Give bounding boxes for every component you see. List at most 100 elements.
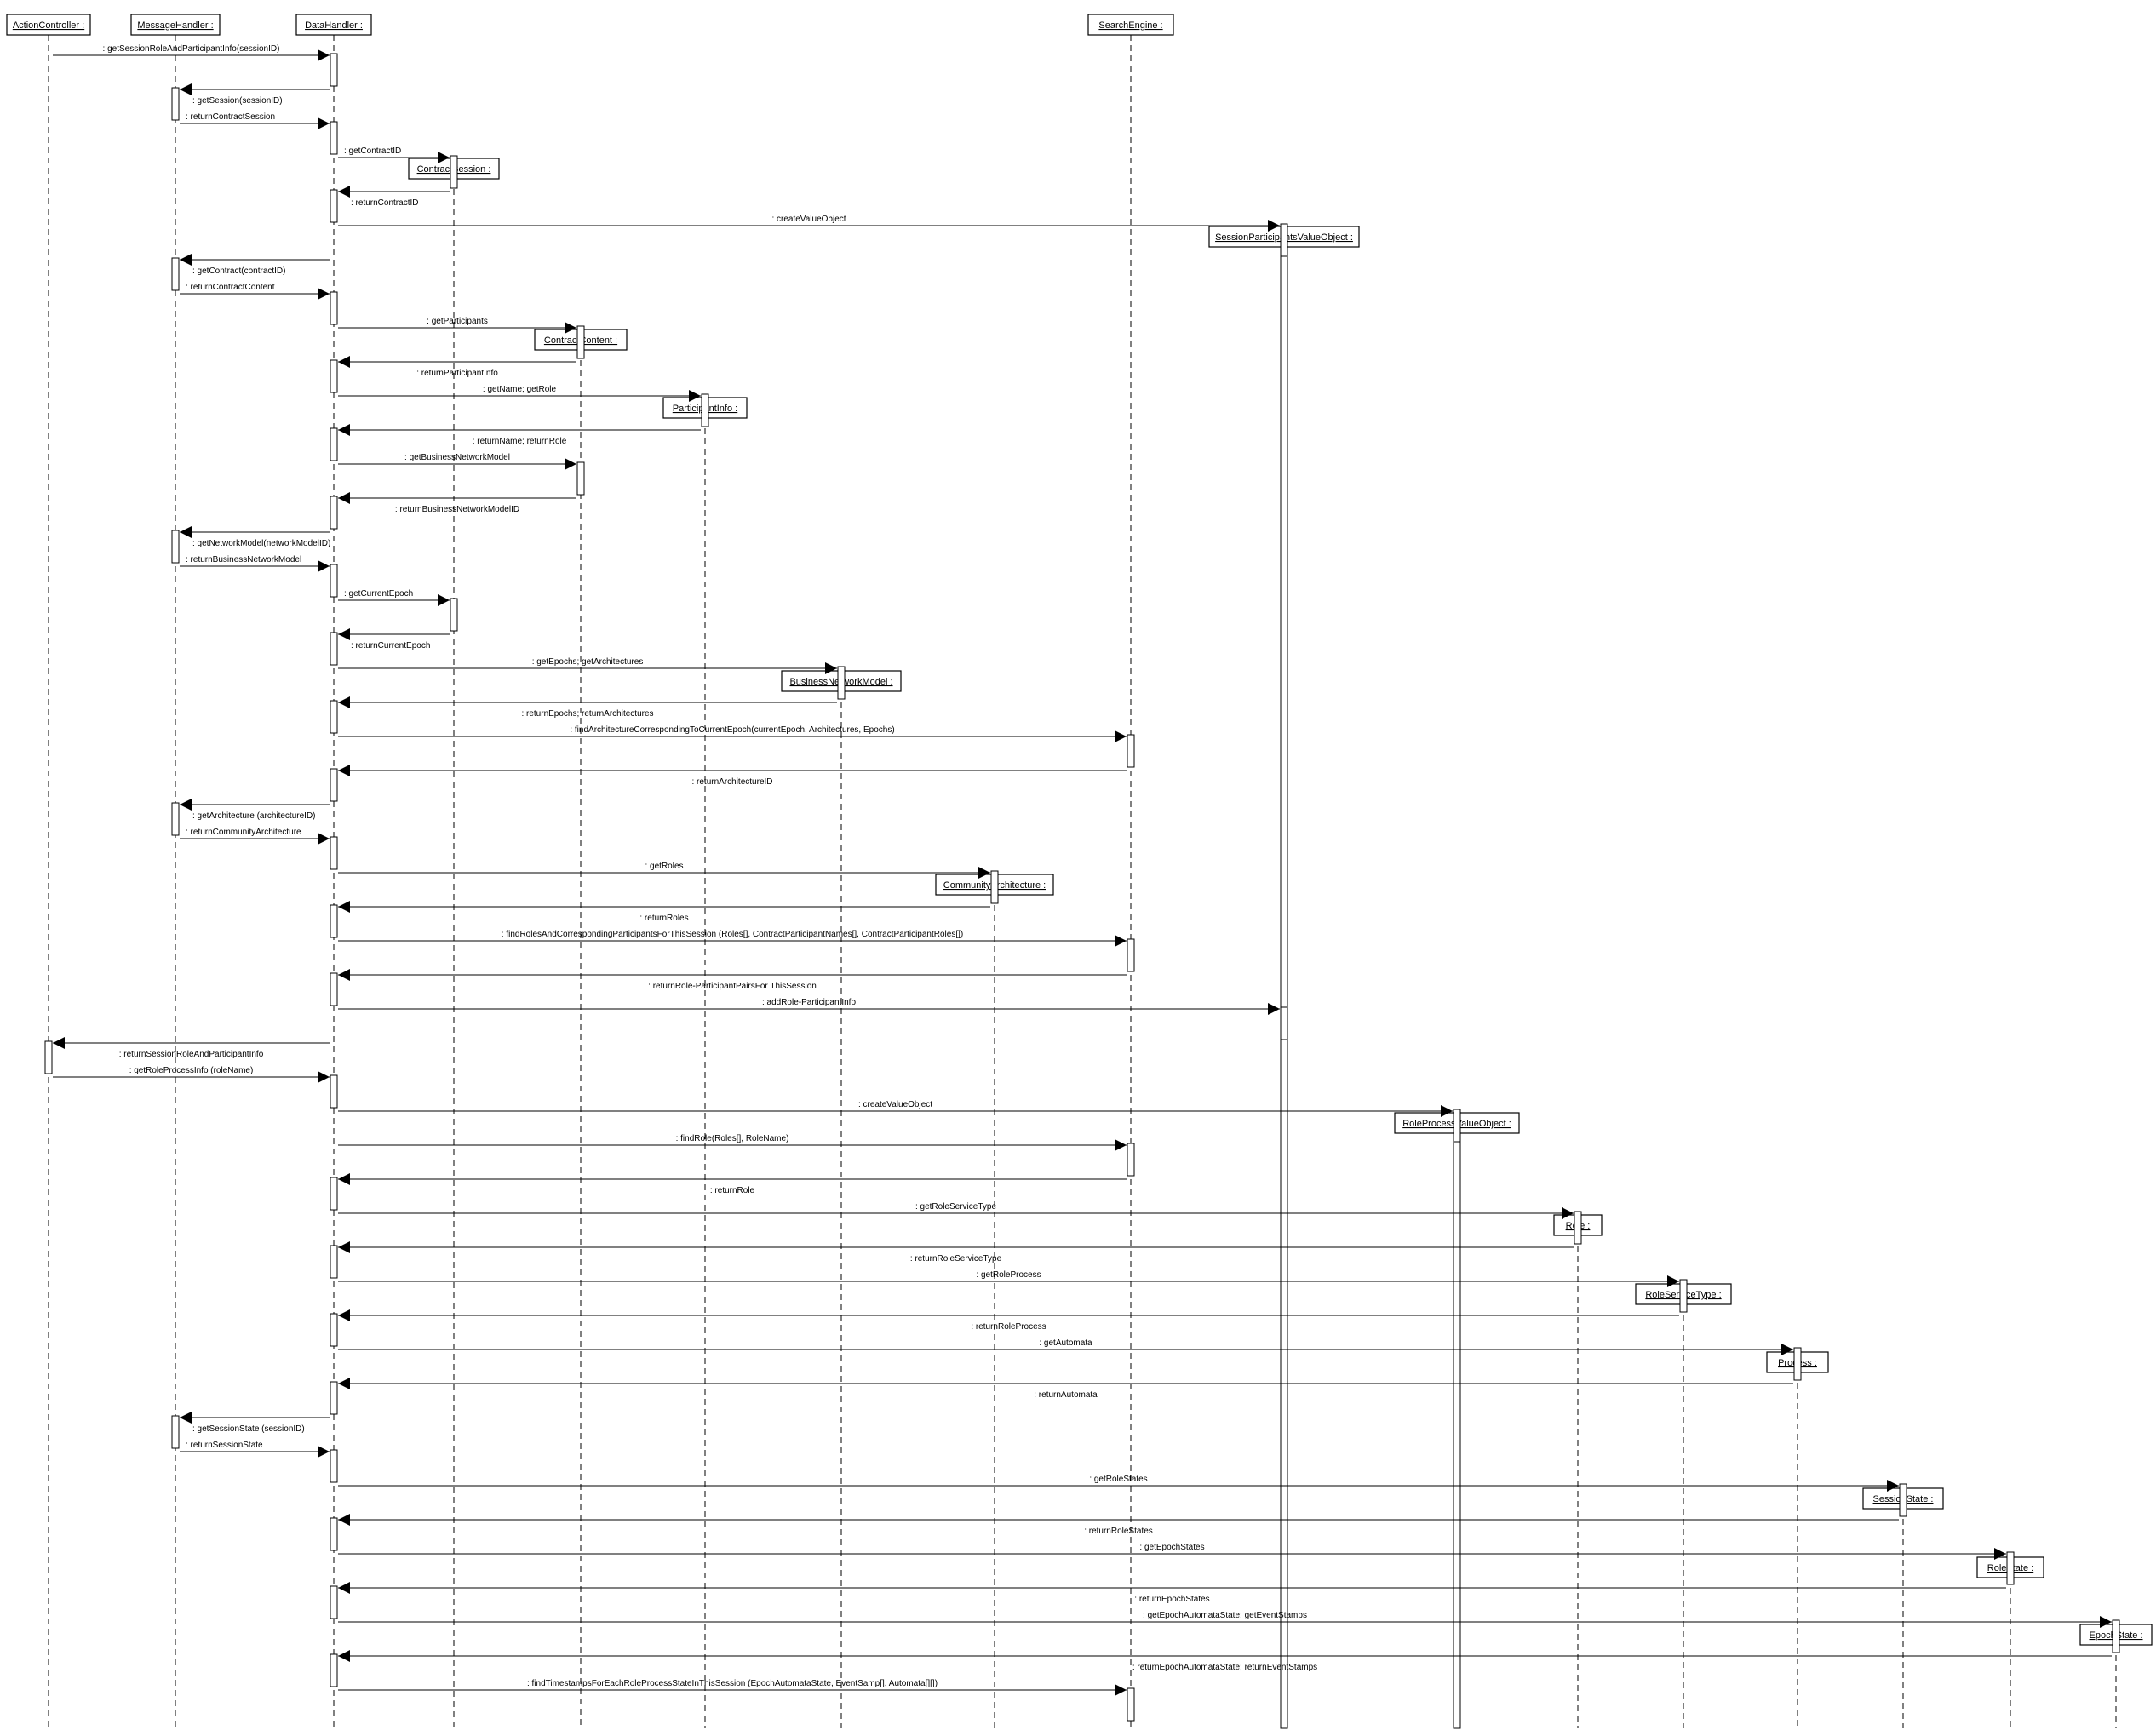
activation-bar (1127, 1687, 1135, 1722)
message-47: : getEpochAutomataState; getEventStamps (338, 1611, 2112, 1628)
activation-bar (576, 461, 585, 496)
message-label: : getRoleServiceType (915, 1202, 996, 1212)
activation-bar (1280, 223, 1288, 257)
message-19: : getEpochs; getArchitectures (338, 657, 837, 674)
lifeline-ca: CommunityArchitecture : (935, 874, 1054, 1728)
lifeline-ac: ActionController : (6, 14, 91, 1728)
message-18: : returnCurrentEpoch (338, 628, 450, 650)
message-40: : returnAutomata (338, 1378, 1793, 1400)
message-label: : getRoleStates (1089, 1475, 1147, 1484)
message-35: : getRoleServiceType (338, 1202, 1574, 1219)
message-8: : returnContractContent (180, 283, 330, 300)
activation-bar (2006, 1551, 2015, 1585)
lifeline-role: Role : (1553, 1214, 1603, 1728)
message-label: : returnRoles (639, 914, 688, 923)
lifeline-rst: RoleServiceType : (1635, 1283, 1732, 1728)
message-24: : returnCommunityArchitecture (180, 828, 330, 845)
activation-bar (990, 870, 999, 904)
activation-bar (576, 325, 585, 359)
message-label: : getCurrentEpoch (344, 589, 413, 599)
message-label: : returnContractSession (186, 112, 275, 122)
message-4: : getContractID (338, 146, 450, 163)
message-46: : returnEpochStates (338, 1582, 2006, 1604)
activation-bar (171, 87, 180, 121)
activation-bar (330, 121, 338, 155)
message-39: : getAutomata (338, 1338, 1793, 1355)
activation-bar (330, 972, 338, 1006)
message-label: : getParticipants (427, 317, 488, 326)
message-25: : getRoles (338, 862, 990, 879)
activation-bar (330, 700, 338, 734)
message-label: : returnSessionRoleAndParticipantInfo (119, 1050, 264, 1059)
message-23: : getArchitecture (architectureID) (180, 799, 330, 821)
message-label: : returnRole (710, 1186, 755, 1195)
message-label: : getEpochStates (1139, 1543, 1204, 1552)
message-label: : returnArchitectureID (691, 777, 772, 787)
lifeline-ss: SessionState : (1862, 1487, 1944, 1728)
message-label: : getNetworkModel(networkModelID) (192, 539, 330, 548)
lifeline-box[interactable] (130, 14, 221, 36)
message-45: : getEpochStates (338, 1543, 2006, 1560)
message-label: : returnCommunityArchitecture (186, 828, 301, 837)
message-label: : getEpochAutomataState; getEventStamps (1143, 1611, 1307, 1620)
lifeline-pi: ParticipantInfo : (662, 397, 748, 1728)
message-label: : findRolesAndCorrespondingParticipantsF… (502, 930, 963, 939)
activation-bar (1280, 239, 1288, 1729)
message-label: : returnAutomata (1034, 1390, 1098, 1400)
lifeline-label: ActionController : (13, 20, 84, 31)
activation-bar (1793, 1347, 1802, 1381)
message-label: : findRole(Roles[], RoleName) (676, 1134, 789, 1143)
message-label: : getRoles (645, 862, 683, 871)
message-31: : getRoleProcessInfo (roleName) (53, 1066, 330, 1083)
message-label: : findTimestampsForEachRoleProcessStateI… (527, 1679, 938, 1688)
activation-bar (1127, 938, 1135, 972)
activation-bar (330, 632, 338, 666)
message-label: : getName; getRole (483, 385, 557, 394)
message-label: : getAutomata (1039, 1338, 1092, 1348)
lifeline-box[interactable] (1087, 14, 1174, 36)
activation-bar (330, 904, 338, 938)
message-1: : getSessionRoleAndParticipantInfo(sessi… (53, 44, 330, 61)
lifeline-label: MessageHandler : (137, 20, 213, 31)
activation-bar (330, 1074, 338, 1109)
message-label: : returnSessionState (186, 1441, 263, 1450)
message-label: : getContractID (344, 146, 401, 156)
activation-bar (330, 768, 338, 802)
messages: : getSessionRoleAndParticipantInfo(sessi… (53, 44, 2112, 1696)
message-17: : getCurrentEpoch (338, 589, 450, 606)
activation-bar (450, 155, 458, 189)
message-34: : returnRole (338, 1173, 1127, 1195)
activation-bar (1453, 1109, 1461, 1143)
activation-bar (330, 564, 338, 598)
message-label: : getSessionState (sessionID) (192, 1424, 305, 1434)
message-label: : returnRoleStates (1084, 1527, 1153, 1536)
message-13: : getBusinessNetworkModel (338, 453, 576, 470)
activation-bar (171, 1415, 180, 1449)
message-6: : createValueObject (338, 215, 1280, 232)
activation-bar (330, 1381, 338, 1415)
message-10: : returnParticipantInfo (338, 356, 576, 378)
activation-bar (330, 1245, 338, 1279)
message-9: : getParticipants (338, 317, 576, 334)
message-label: : getEpochs; getArchitectures (532, 657, 644, 667)
lifeline-dh: DataHandler : (295, 14, 372, 1728)
activation-bar (330, 1517, 338, 1551)
activation-bar (330, 1653, 338, 1687)
activation-bar (837, 666, 846, 700)
message-26: : returnRoles (338, 901, 990, 923)
lifeline-cc: ContractContent : (534, 329, 628, 1728)
message-label: : returnEpochStates (1134, 1595, 1209, 1604)
lifeline-box[interactable] (6, 14, 91, 36)
activation-bar (171, 530, 180, 564)
activation-bar (330, 1177, 338, 1211)
activation-bar (1127, 734, 1135, 768)
activation-bar (330, 836, 338, 870)
activation-bar (330, 189, 338, 223)
lifeline-box[interactable] (295, 14, 372, 36)
activation-bar (171, 257, 180, 291)
message-29: : addRole-ParticipantInfo (338, 998, 1280, 1015)
activation-bar (330, 1449, 338, 1483)
activation-bar (330, 1313, 338, 1347)
